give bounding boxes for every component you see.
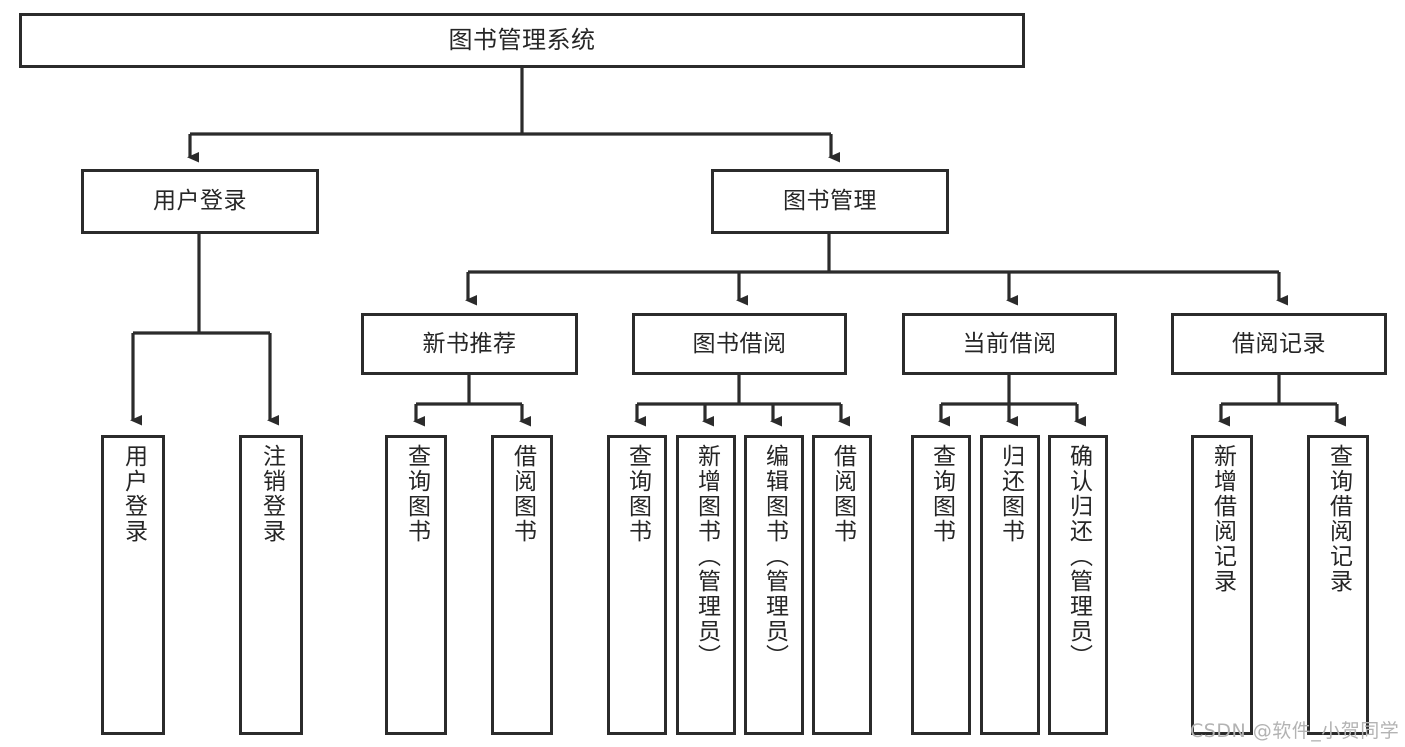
leaf-recommend-borrow-book[interactable]: 借阅图书 bbox=[491, 435, 553, 735]
node-label: 图书管理 bbox=[783, 188, 877, 215]
leaf-current-return-book[interactable]: 归还图书 bbox=[980, 435, 1040, 735]
leaf-borrow-add-book-admin[interactable]: 新增图书（管理员） bbox=[676, 435, 736, 735]
leaf-borrow-edit-book-admin[interactable]: 编辑图书（管理员） bbox=[744, 435, 804, 735]
node-book-borrow[interactable]: 图书借阅 bbox=[632, 313, 847, 375]
node-label: 查询借阅记录 bbox=[1325, 444, 1352, 594]
node-label: 查询图书 bbox=[403, 444, 430, 544]
leaf-record-query-borrow-record[interactable]: 查询借阅记录 bbox=[1307, 435, 1369, 735]
leaf-borrow-query-book[interactable]: 查询图书 bbox=[607, 435, 667, 735]
node-borrow-record[interactable]: 借阅记录 bbox=[1171, 313, 1387, 375]
node-book-management[interactable]: 图书管理 bbox=[711, 169, 949, 234]
node-label: 查询图书 bbox=[928, 444, 955, 544]
node-root-system[interactable]: 图书管理系统 bbox=[19, 13, 1025, 68]
leaf-recommend-query-book[interactable]: 查询图书 bbox=[385, 435, 447, 735]
node-label: 注销登录 bbox=[258, 444, 285, 544]
node-new-book-recommend[interactable]: 新书推荐 bbox=[361, 313, 578, 375]
node-label: 用户登录 bbox=[153, 188, 247, 215]
leaf-record-add-borrow-record[interactable]: 新增借阅记录 bbox=[1191, 435, 1253, 735]
node-label: 新书推荐 bbox=[422, 330, 517, 357]
node-label: 确认归还（管理员） bbox=[1065, 444, 1092, 669]
leaf-user-login[interactable]: 用户登录 bbox=[101, 435, 165, 735]
leaf-borrow-borrow-book[interactable]: 借阅图书 bbox=[812, 435, 872, 735]
node-label: 新增借阅记录 bbox=[1209, 444, 1236, 594]
node-user-login[interactable]: 用户登录 bbox=[81, 169, 319, 234]
node-label: 编辑图书（管理员） bbox=[761, 444, 788, 669]
leaf-current-query-book[interactable]: 查询图书 bbox=[911, 435, 971, 735]
node-label: 借阅图书 bbox=[829, 444, 856, 544]
node-label: 图书管理系统 bbox=[448, 25, 596, 54]
csdn-watermark: CSDN @软件_小贺同学 bbox=[1190, 720, 1400, 742]
node-label: 借阅记录 bbox=[1232, 330, 1326, 357]
node-label: 查询图书 bbox=[624, 444, 651, 544]
node-label: 用户登录 bbox=[120, 444, 147, 544]
node-label: 当前借阅 bbox=[962, 330, 1057, 357]
leaf-current-confirm-return-admin[interactable]: 确认归还（管理员） bbox=[1048, 435, 1108, 735]
node-label: 借阅图书 bbox=[509, 444, 536, 544]
node-label: 图书借阅 bbox=[692, 330, 787, 357]
node-label: 新增图书（管理员） bbox=[693, 444, 720, 669]
leaf-user-logout[interactable]: 注销登录 bbox=[239, 435, 303, 735]
node-label: 归还图书 bbox=[997, 444, 1024, 544]
node-current-borrow[interactable]: 当前借阅 bbox=[902, 313, 1117, 375]
